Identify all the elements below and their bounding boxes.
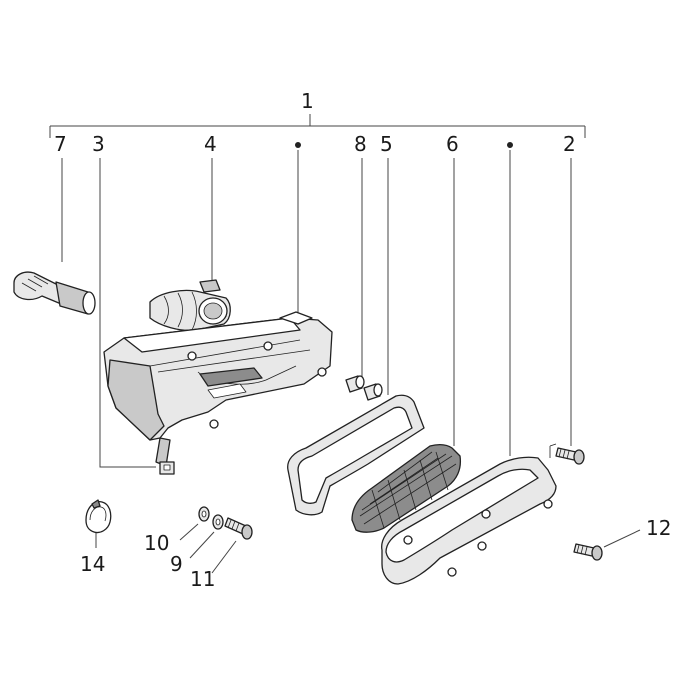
gasket-part-5[interactable] [287, 394, 425, 516]
clip-part-3[interactable] [159, 461, 175, 475]
assembly-bracket [49, 114, 586, 138]
plug-part-8[interactable] [345, 375, 383, 401]
bullet-marker-cover [507, 142, 513, 148]
hose-clamp-part-14[interactable] [85, 499, 112, 534]
bolt-part-11[interactable] [224, 517, 253, 540]
callout-3[interactable]: 3 [92, 132, 105, 156]
callout-6[interactable]: 6 [446, 132, 459, 156]
callout-12[interactable]: 12 [646, 516, 671, 540]
washer-part-9[interactable] [212, 514, 224, 530]
callout-9[interactable]: 9 [170, 552, 183, 576]
callout-2[interactable]: 2 [563, 132, 576, 156]
screw-part-12[interactable] [573, 543, 603, 561]
airbox-cover[interactable] [381, 443, 557, 585]
callout-4[interactable]: 4 [204, 132, 217, 156]
screw-part-2[interactable] [555, 447, 585, 465]
callout-1[interactable]: 1 [301, 89, 314, 113]
callout-7[interactable]: 7 [54, 132, 67, 156]
bullet-marker-housing [295, 142, 301, 148]
callout-8[interactable]: 8 [354, 132, 367, 156]
intake-boot-part-4[interactable] [149, 279, 231, 332]
callout-14[interactable]: 14 [80, 552, 105, 576]
callout-5[interactable]: 5 [380, 132, 393, 156]
filter-element-part-6[interactable] [351, 444, 462, 533]
callout-11[interactable]: 11 [190, 567, 215, 591]
airbox-housing[interactable] [103, 311, 333, 467]
leader-lines [61, 150, 641, 574]
intake-duct-part-7[interactable] [13, 271, 96, 315]
washer-part-10[interactable] [198, 506, 210, 522]
callout-10[interactable]: 10 [144, 531, 169, 555]
